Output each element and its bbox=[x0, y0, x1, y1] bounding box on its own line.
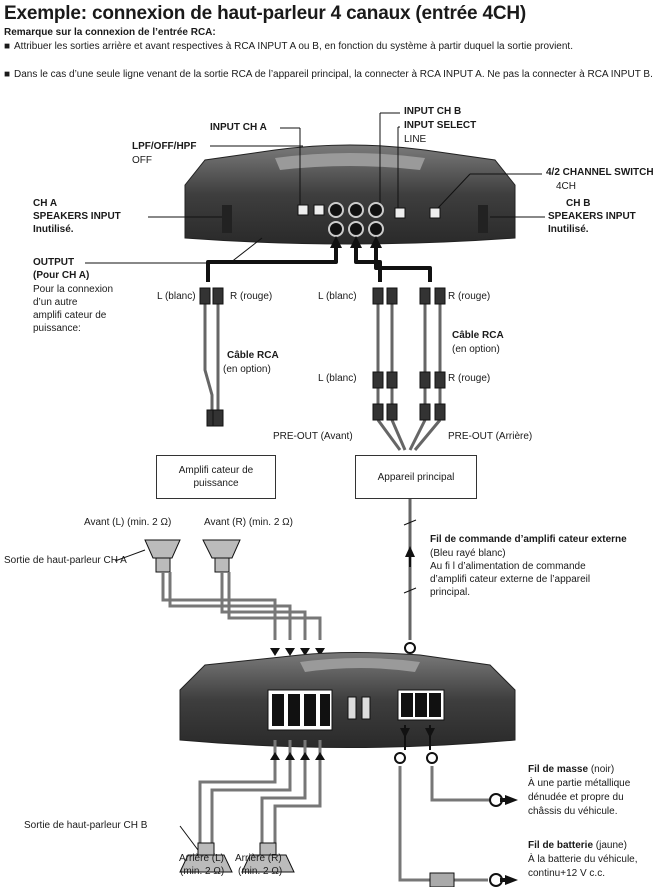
label-input-ch-b: INPUT CH B bbox=[404, 106, 462, 117]
label-rear-right-1: Arrière (R) bbox=[235, 853, 282, 864]
label-ch-b-output: Sortie de haut-parleur CH B bbox=[24, 820, 148, 831]
label-cable-rca-1: Câble RCA bbox=[227, 350, 279, 361]
label-input-ch-a: INPUT CH A bbox=[210, 122, 267, 133]
label-output: OUTPUT bbox=[33, 257, 75, 268]
label-r-rouge-3: R (rouge) bbox=[448, 373, 491, 384]
note-bullet-1: ■Attribuer les sorties arrière et avant … bbox=[4, 41, 573, 52]
box-main-unit: Appareil principal bbox=[355, 455, 477, 499]
label-battery: Fil de batterie (jaune) bbox=[528, 840, 627, 851]
label-lpf-value: OFF bbox=[132, 155, 152, 166]
label-rear-left-2: (min. 2 Ω) bbox=[180, 866, 225, 877]
label-ground-desc-3: châssis du véhicule. bbox=[528, 806, 618, 817]
label-ch-a-output: Sortie de haut-parleur CH A bbox=[4, 555, 127, 566]
bullet-symbol: ■ bbox=[4, 69, 11, 80]
label-pre-out-arriere: PRE-OUT (Arrière) bbox=[448, 431, 533, 442]
label-ch-b: CH B bbox=[566, 198, 591, 209]
label-remote-wire: Fil de commande d’amplifi cateur externe bbox=[430, 534, 627, 545]
label-output-desc-4: puissance: bbox=[33, 323, 81, 334]
label-input-select: INPUT SELECT bbox=[404, 120, 477, 131]
label-input-select-value: LINE bbox=[404, 134, 427, 145]
label-cable-rca-2: Câble RCA bbox=[452, 330, 504, 341]
label-channel-switch-value: 4CH bbox=[556, 181, 577, 192]
label-output-desc-1: Pour la connexion bbox=[33, 284, 114, 295]
label-ground-desc-2: dénudée et propre du bbox=[528, 792, 624, 803]
label-rear-right-2: (min. 2 Ω) bbox=[238, 866, 283, 877]
label-remote-desc-3: principal. bbox=[430, 587, 471, 598]
label-battery-desc-2: continu+12 V c.c. bbox=[528, 868, 605, 879]
bullet-symbol: ■ bbox=[4, 41, 11, 52]
label-ground-desc-1: À une partie métallique bbox=[528, 778, 631, 789]
label-l-blanc-2: L (blanc) bbox=[318, 291, 357, 302]
label-en-option-1: (en option) bbox=[223, 364, 271, 375]
label-en-option-2: (en option) bbox=[452, 344, 500, 355]
label-front-right: Avant (R) (min. 2 Ω) bbox=[204, 517, 293, 528]
label-output-sub: (Pour CH A) bbox=[33, 270, 90, 281]
label-ch-a-unused: Inutilisé. bbox=[33, 224, 74, 235]
label-remote-desc-2: d’amplifi cateur externe de l’appareil bbox=[430, 574, 591, 585]
label-output-desc-3: amplifi cateur de bbox=[33, 310, 107, 321]
label-remote-desc-1: Au fi l d’alimentation de commande bbox=[430, 561, 586, 572]
label-ch-a: CH A bbox=[33, 198, 58, 209]
label-channel-switch: 4/2 CHANNEL SWITCH bbox=[546, 167, 654, 178]
label-ch-a-speakers-input: SPEAKERS INPUT bbox=[33, 211, 121, 222]
note-bullet-2: ■Dans le cas d’une seule ligne venant de… bbox=[4, 69, 653, 80]
page-title: Exemple: connexion de haut-parleur 4 can… bbox=[4, 3, 526, 24]
label-lpf-off-hpf: LPF/OFF/HPF bbox=[132, 141, 197, 152]
label-battery-desc-1: À la batterie du véhicule, bbox=[528, 854, 638, 865]
label-remote-color: (Bleu rayé blanc) bbox=[430, 548, 506, 559]
label-rear-left-1: Arrière (L) bbox=[179, 853, 225, 864]
box-power-amplifier: Amplifi cateur de puissance bbox=[156, 455, 276, 499]
top-amplifier bbox=[184, 144, 516, 245]
label-r-rouge-1: R (rouge) bbox=[230, 291, 273, 302]
label-front-left: Avant (L) (min. 2 Ω) bbox=[84, 517, 172, 528]
label-l-blanc-1: L (blanc) bbox=[157, 291, 196, 302]
note-heading: Remarque sur la connexion de l’entrée RC… bbox=[4, 27, 216, 38]
label-l-blanc-3: L (blanc) bbox=[318, 373, 357, 384]
label-ground: Fil de masse (noir) bbox=[528, 764, 615, 775]
label-ch-b-unused: Inutilisé. bbox=[548, 224, 589, 235]
label-pre-out-avant: PRE-OUT (Avant) bbox=[273, 431, 353, 442]
label-r-rouge-2: R (rouge) bbox=[448, 291, 491, 302]
bottom-amplifier bbox=[179, 652, 516, 748]
label-ch-b-speakers-input: SPEAKERS INPUT bbox=[548, 211, 636, 222]
label-output-desc-2: d’un autre bbox=[33, 297, 78, 308]
